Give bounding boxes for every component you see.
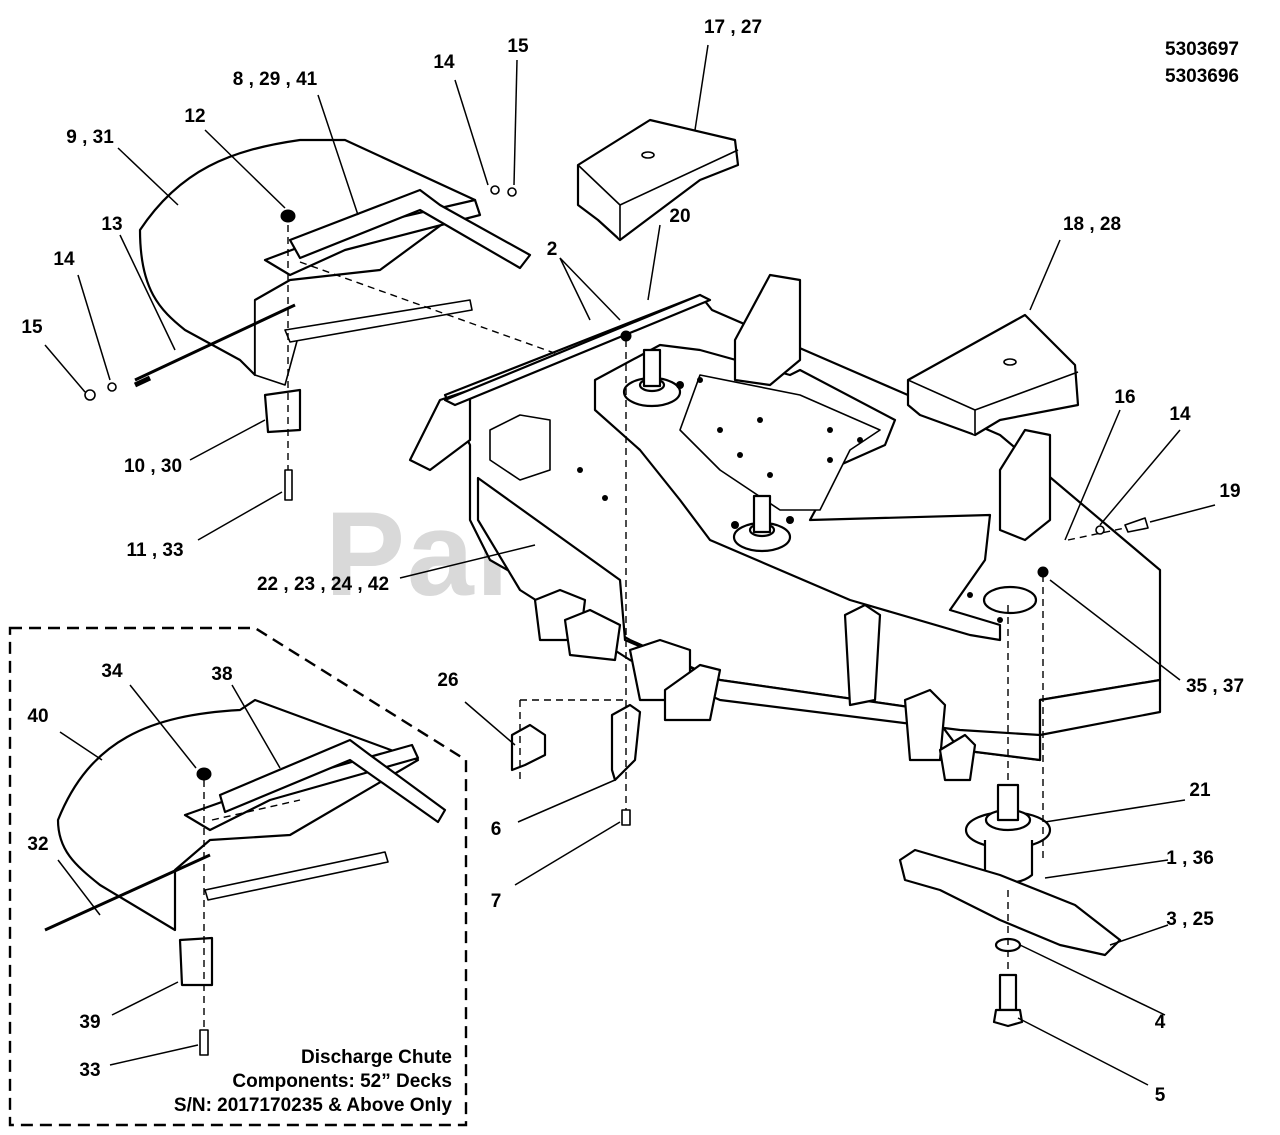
- spindle-housing-center: [732, 494, 792, 553]
- callout-13: 13: [101, 214, 122, 235]
- callout-40: 40: [27, 706, 48, 727]
- baffle-26: [510, 723, 547, 772]
- callout-7: 7: [491, 891, 502, 912]
- inset-border: [8, 626, 468, 1127]
- deck-front-bracket-6: [903, 688, 947, 762]
- callout-labels: 17 , 27 15 8 , 29 , 41 14 12 9 , 31 13 1…: [21, 17, 1244, 1106]
- callout-12: 12: [184, 106, 205, 127]
- spindle-assembly: [964, 783, 1052, 884]
- chute-bar: [284, 299, 473, 343]
- callout-39: 39: [79, 1012, 100, 1033]
- callout-8-29-41: 8 , 29 , 41: [233, 69, 318, 90]
- inset-rod-bracket: [218, 738, 447, 824]
- callout-19: 19: [1219, 481, 1240, 502]
- deck-front-bracket-7: [938, 733, 977, 782]
- deck-rear-bracket-left: [733, 273, 802, 387]
- mower-blade: [898, 848, 1122, 957]
- belt-cover-left: [576, 118, 740, 242]
- hardware: [84, 185, 1149, 826]
- model-number-2: 5303696: [1165, 66, 1239, 87]
- chute-deflector-10-30: [263, 388, 302, 434]
- callout-4: 4: [1155, 1012, 1166, 1033]
- callout-1-36: 1 , 36: [1166, 848, 1214, 869]
- model-number-1: 5303697: [1165, 39, 1239, 60]
- callout-22-23-24-42: 22 , 23 , 24 , 42: [257, 574, 389, 595]
- inset-caption-line-3: S/N: 2017170235 & Above Only: [174, 1095, 453, 1116]
- callout-9-31: 9 , 31: [66, 127, 114, 148]
- callout-35-37: 35 , 37: [1186, 676, 1244, 697]
- callout-3-25: 3 , 25: [1166, 909, 1214, 930]
- inset-caption-line-1: Discharge Chute: [301, 1047, 452, 1068]
- leader-lines: [44, 44, 1216, 1086]
- callout-18-28: 18 , 28: [1063, 214, 1121, 235]
- callout-34: 34: [101, 661, 123, 682]
- inset-deflector-39: [178, 936, 214, 987]
- callout-38: 38: [211, 664, 232, 685]
- callout-11-33: 11 , 33: [126, 540, 183, 561]
- deck-holes: [577, 377, 1003, 623]
- deck-plate-inner: [679, 374, 881, 511]
- deck-front-bracket-2: [563, 608, 622, 662]
- deck-left-mount: [489, 414, 551, 481]
- callout-15-top: 15: [507, 36, 529, 57]
- deck-rear-bracket-right: [998, 428, 1052, 542]
- callout-14-left: 14: [53, 249, 75, 270]
- spindle-housing-left: [622, 348, 682, 408]
- callout-26: 26: [437, 670, 458, 691]
- spindle-housing-right: [982, 585, 1038, 615]
- callout-10-30: 10 , 30: [124, 456, 182, 477]
- deck-left-bracket: [408, 388, 472, 472]
- callout-14-top: 14: [433, 52, 455, 73]
- blade-bolt: [992, 973, 1024, 1028]
- callout-20: 20: [669, 206, 690, 227]
- callout-16: 16: [1114, 387, 1135, 408]
- belt-cover-right: [906, 313, 1080, 437]
- callout-2: 2: [547, 239, 558, 260]
- callout-5: 5: [1155, 1085, 1166, 1106]
- assembly-lines: [287, 225, 1126, 975]
- inset-discharge-chute-52: Discharge Chute Components: 52” Decks S/…: [8, 626, 468, 1127]
- chute-rod-bracket: [288, 188, 532, 270]
- deck-front-bracket-4: [663, 663, 722, 722]
- callout-33: 33: [79, 1060, 100, 1081]
- mower-deck: [408, 273, 1162, 782]
- callout-6: 6: [491, 819, 502, 840]
- inset-caption-line-2: Components: 52” Decks: [232, 1071, 452, 1092]
- discharge-chute-main: [138, 138, 532, 434]
- deck-front-bracket-5: [843, 603, 882, 707]
- callout-15-left: 15: [21, 317, 43, 338]
- callout-14-right: 14: [1169, 404, 1191, 425]
- callout-21: 21: [1189, 780, 1211, 801]
- callout-17-27: 17 , 27: [704, 17, 762, 38]
- deck-left-lip: [443, 293, 712, 407]
- callout-32: 32: [27, 834, 48, 855]
- inset-bar: [204, 851, 389, 901]
